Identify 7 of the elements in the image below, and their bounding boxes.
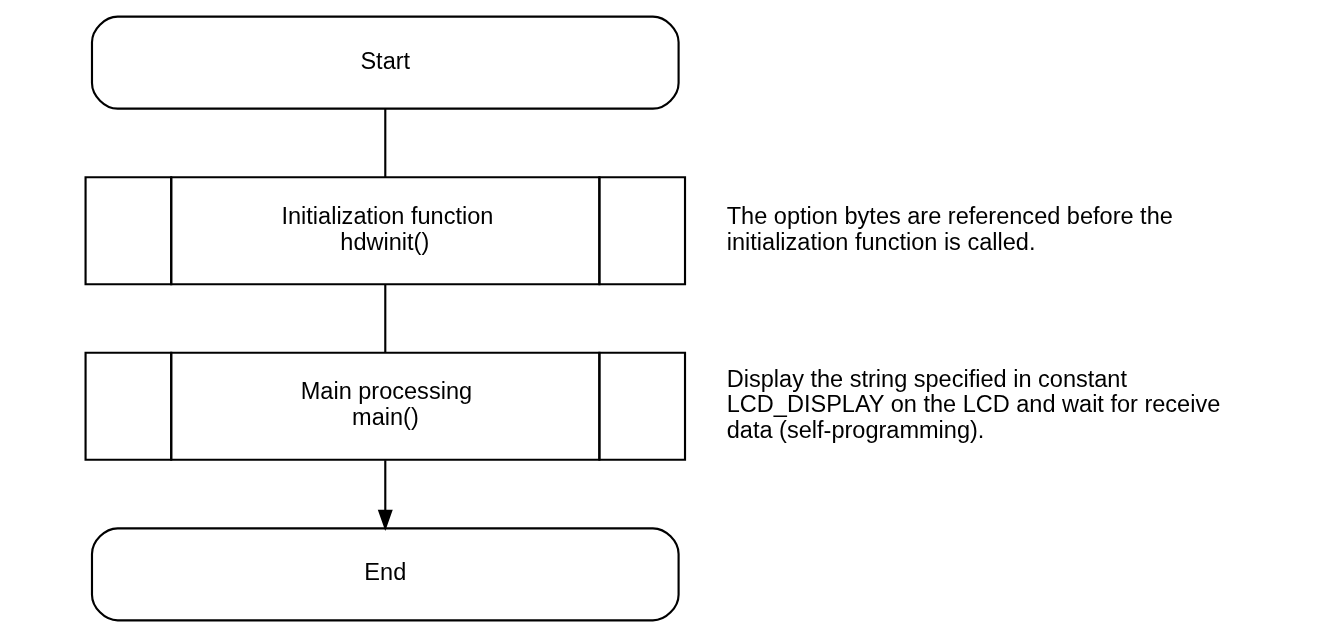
- node-box: End: [90, 527, 680, 622]
- connector: [383, 284, 386, 353]
- node-label: Display the string specified in constant LCD_DISPLAY on the LCD and wait for receive data (self-programming).: [726, 365, 1220, 443]
- arrow: [377, 460, 393, 532]
- connector: [383, 108, 386, 177]
- node-label: The option bytes are referenced before the initialization function is called.: [726, 202, 1173, 255]
- node-box: Start: [90, 15, 680, 110]
